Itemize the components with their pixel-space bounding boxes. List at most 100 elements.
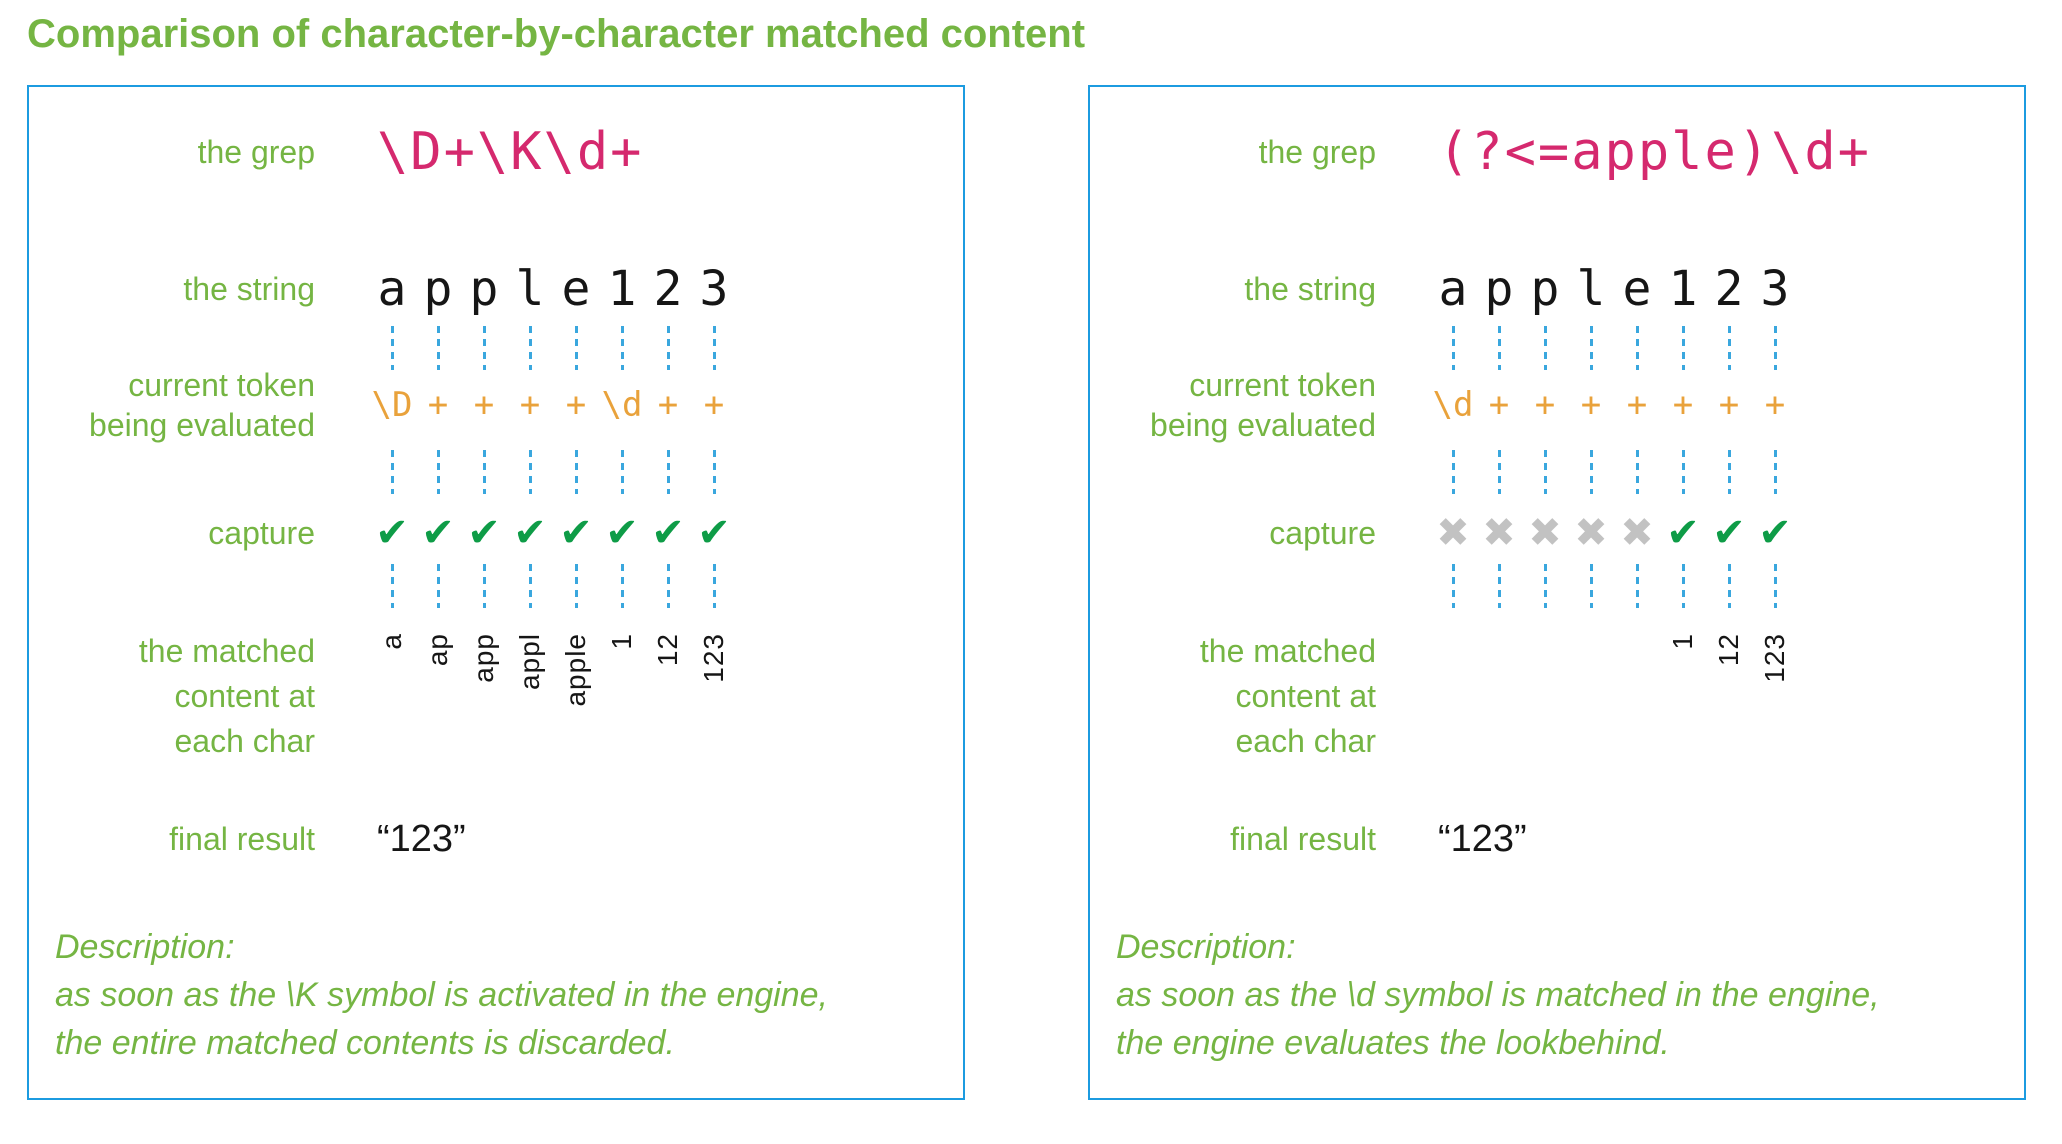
capture-check-icon: [507, 513, 553, 553]
capture-label: capture: [1269, 515, 1376, 551]
matched-content: 123: [1759, 633, 1790, 683]
token: \d: [1432, 385, 1474, 425]
matched-content: 1: [1667, 633, 1698, 650]
dash-cell: [1568, 564, 1614, 608]
matched-content: a: [376, 633, 407, 650]
token: +: [1626, 385, 1648, 425]
matched-content: ap: [422, 633, 453, 667]
dash-cell: [369, 564, 415, 608]
final-result-value: “123”: [377, 817, 466, 860]
matched-cell: [1430, 627, 1476, 633]
column-dash-line: [1451, 450, 1455, 494]
column-dash-line: [482, 326, 486, 370]
column-dash-line: [574, 564, 578, 608]
column-dash-line: [574, 450, 578, 494]
dash-cell: [1752, 564, 1798, 608]
string-char: 3: [1760, 261, 1790, 317]
matched-cell: 1: [599, 627, 645, 650]
column-dash-line: [1773, 564, 1777, 608]
dash-cell: [369, 450, 415, 494]
string-label: the string: [183, 271, 315, 307]
dash-cell: [553, 450, 599, 494]
column-dash-line: [482, 564, 486, 608]
description-block: Description: as soon as the \K symbol is…: [29, 923, 963, 1067]
dash-cell: [415, 450, 461, 494]
token: +: [473, 385, 495, 425]
capture-check-icon: [691, 513, 737, 553]
column-dash-line: [620, 564, 624, 608]
column-dash-line: [1543, 326, 1547, 370]
column-dash-line: [436, 564, 440, 608]
capture-check-icon: [599, 513, 645, 553]
column-dash-line: [1451, 326, 1455, 370]
string-char: p: [1530, 261, 1560, 317]
column-dash-line: [436, 450, 440, 494]
dash-cell: [1476, 564, 1522, 608]
dash-cell: [553, 564, 599, 608]
dash-cell: [1568, 450, 1614, 494]
dash-cell: [507, 450, 553, 494]
matched-cell: [1614, 627, 1660, 633]
dash-cell: [1522, 450, 1568, 494]
string-char: a: [1438, 261, 1468, 317]
capture-grid: [1430, 513, 1798, 553]
description-line: the engine evaluates the lookbehind.: [1116, 1024, 1670, 1062]
token: +: [427, 385, 449, 425]
column-dash-line: [1681, 326, 1685, 370]
capture-cross-icon: [1430, 513, 1476, 553]
column-dash-line: [1635, 450, 1639, 494]
token: +: [1534, 385, 1556, 425]
dash-cell: [461, 564, 507, 608]
description-heading: Description:: [1116, 928, 1296, 966]
dash-cell: [1614, 564, 1660, 608]
string-char: 3: [699, 261, 729, 317]
dash-cell: [1522, 564, 1568, 608]
string-char: 1: [1668, 261, 1698, 317]
grep-row: the grep \D+\K\d+: [29, 121, 963, 183]
dash-cell: [1752, 326, 1798, 370]
capture-cross-icon: [1522, 513, 1568, 553]
dash-cell: [415, 564, 461, 608]
dash-cell: [1614, 450, 1660, 494]
description-line: the entire matched contents is discarded…: [55, 1024, 675, 1062]
matched-content: appl: [514, 633, 545, 690]
dash-cell: [1706, 450, 1752, 494]
dash-cell: [415, 326, 461, 370]
column-dash-line: [1727, 326, 1731, 370]
dash-cell: [1430, 450, 1476, 494]
column-dash-line: [1727, 450, 1731, 494]
token: +: [1488, 385, 1510, 425]
matched-cell: 123: [691, 627, 737, 683]
dash-cell: [691, 450, 737, 494]
token-label: current token being evaluated: [89, 367, 315, 443]
column-dash-line: [528, 326, 532, 370]
column-dash-line: [528, 564, 532, 608]
token: +: [519, 385, 541, 425]
column-dash-line: [1773, 326, 1777, 370]
column-dash-line: [666, 326, 670, 370]
token: +: [1764, 385, 1786, 425]
page-title: Comparison of character-by-character mat…: [27, 12, 1086, 56]
capture-row: capture: [1090, 513, 2024, 553]
matched-cell: 12: [645, 627, 691, 666]
column-dash-line: [1589, 450, 1593, 494]
column-dash-line: [1589, 326, 1593, 370]
token-label: current token being evaluated: [1150, 367, 1376, 443]
matched-cell: [1522, 627, 1568, 633]
capture-label: capture: [208, 515, 315, 551]
final-result-label: final result: [169, 821, 315, 857]
string-char: 1: [607, 261, 637, 317]
dash-cell: [1522, 326, 1568, 370]
column-dash-line: [712, 564, 716, 608]
capture-cross-icon: [1476, 513, 1522, 553]
matched-content: app: [468, 633, 499, 683]
matched-cell: [1476, 627, 1522, 633]
dash-cell: [461, 326, 507, 370]
token: +: [1580, 385, 1602, 425]
column-dash-line: [666, 450, 670, 494]
dash-cell: [553, 326, 599, 370]
column-dash-line: [574, 326, 578, 370]
